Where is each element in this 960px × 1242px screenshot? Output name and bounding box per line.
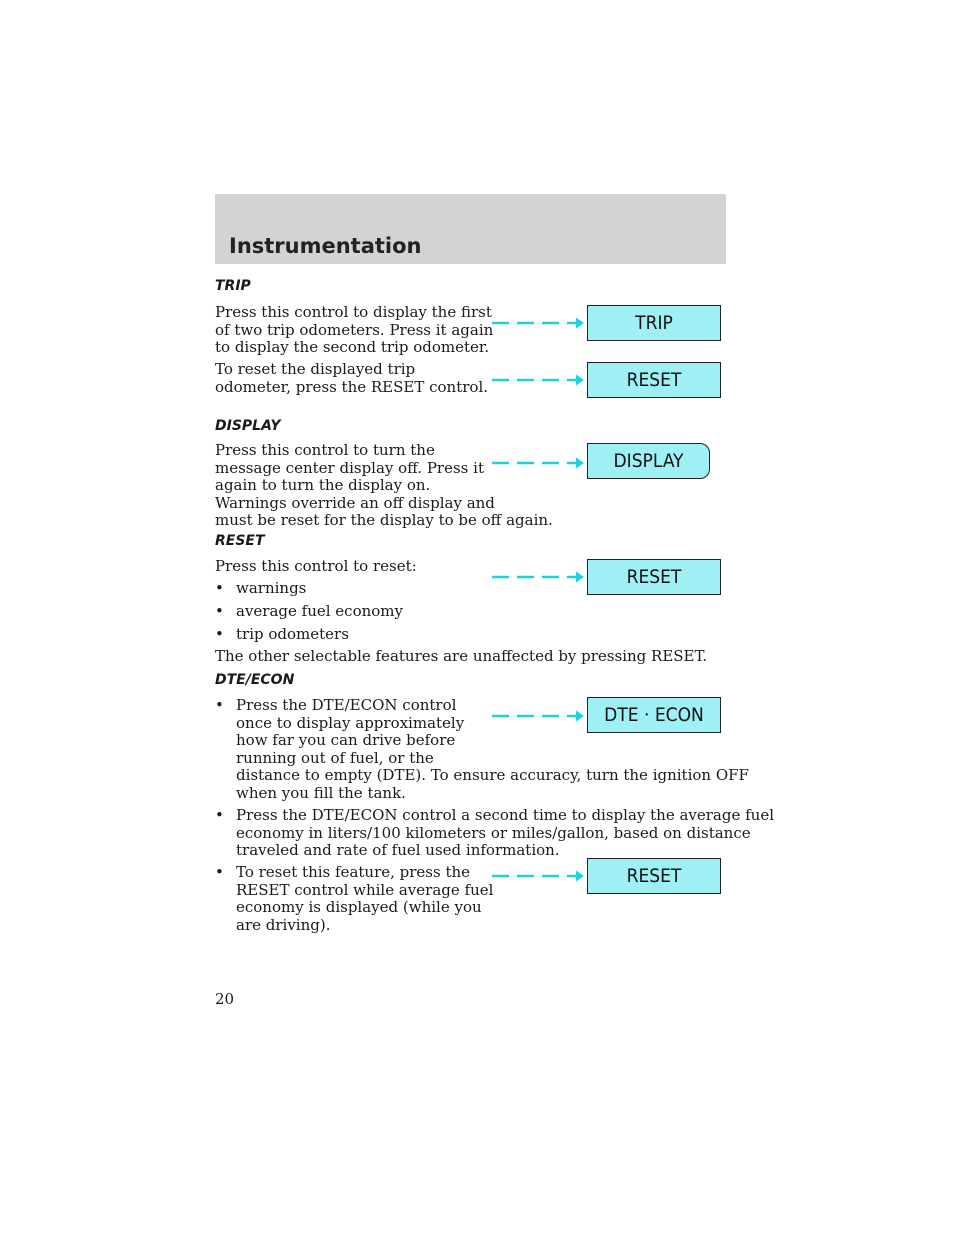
display-button[interactable]: DISPLAY <box>587 443 710 479</box>
pointer-arrow-icon <box>492 374 584 386</box>
dte-text-line: are driving). <box>236 915 331 934</box>
display-text-line: Warnings override an off display and <box>215 493 495 512</box>
pointer-arrow-icon <box>492 710 584 722</box>
pointer-arrow-icon <box>492 317 584 329</box>
dte-econ-button[interactable]: DTE · ECON <box>587 697 721 733</box>
section-header: Instrumentation <box>215 194 726 264</box>
reset-bullet-item: average fuel economy <box>236 602 404 620</box>
dte-text-line: once to display approximately <box>236 713 465 732</box>
page-number: 20 <box>215 990 235 1008</box>
trip-text-line: to display the second trip odometer. <box>215 338 490 356</box>
dte-text-line: To reset this feature, press the <box>236 863 471 881</box>
bullet-icon: • <box>215 806 224 824</box>
trip-text-line: Press this control to display the first <box>215 303 492 321</box>
display-text-line: must be reset for the display to be off … <box>215 511 553 529</box>
dte-text-line: Press the DTE/ECON control <box>236 696 457 714</box>
dte-text-line: economy in liters/100 kilometers or mile… <box>236 823 751 842</box>
reset-bullet-item: trip odometers <box>236 625 349 643</box>
pointer-arrow-icon <box>492 457 584 469</box>
bullet-icon: • <box>215 863 224 881</box>
trip-reset-button[interactable]: RESET <box>587 362 721 398</box>
display-text-line: Press this control to turn the <box>215 441 435 459</box>
bullet-icon: • <box>215 579 224 597</box>
dte-text-line: when you fill the tank. <box>236 783 406 802</box>
trip-text-line: of two trip odometers. Press it again <box>215 320 494 339</box>
pointer-arrow-icon <box>492 870 584 882</box>
dte-text-line: traveled and rate of fuel used informati… <box>236 841 560 859</box>
bullet-icon: • <box>215 602 224 620</box>
reset-intro: Press this control to reset: <box>215 557 417 575</box>
dte-econ-heading: DTE/ECON <box>215 672 295 688</box>
dte-text-line: Press the DTE/ECON control a second time… <box>236 806 775 824</box>
trip-heading: TRIP <box>215 278 251 294</box>
dte-text-line: distance to empty (DTE). To ensure accur… <box>236 766 749 784</box>
trip-button[interactable]: TRIP <box>587 305 721 341</box>
dte-text-line: how far you can drive before <box>236 731 456 749</box>
trip-reset-text-line: To reset the displayed trip <box>215 360 416 378</box>
dte-text-line: RESET control while average fuel <box>236 880 494 899</box>
display-text-line: again to turn the display on. <box>215 476 431 494</box>
display-text-line: message center display off. Press it <box>215 458 484 477</box>
trip-reset-text-line: odometer, press the RESET control. <box>215 377 489 396</box>
section-title: Instrumentation <box>229 234 422 258</box>
reset-heading: RESET <box>215 533 265 549</box>
bullet-icon: • <box>215 696 224 714</box>
reset-after-text: The other selectable features are unaffe… <box>215 647 708 665</box>
bullet-icon: • <box>215 625 224 643</box>
dte-text-line: running out of fuel, or the <box>236 748 434 767</box>
display-heading: DISPLAY <box>215 418 281 434</box>
pointer-arrow-icon <box>492 571 584 583</box>
reset-button[interactable]: RESET <box>587 559 721 595</box>
reset-bullet-item: warnings <box>236 579 307 597</box>
dte-text-line: economy is displayed (while you <box>236 898 482 916</box>
dte-reset-button[interactable]: RESET <box>587 858 721 894</box>
